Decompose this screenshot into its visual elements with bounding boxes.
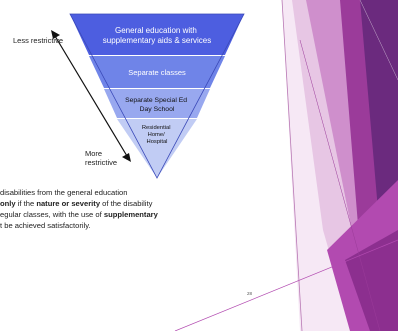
body-paragraph: disabilities from the general education … xyxy=(0,187,290,231)
inverted-pyramid: General education with supplementary aid… xyxy=(69,13,245,179)
tier-2-label: Separate classes xyxy=(128,68,186,77)
tier-3-label: Separate Special Ed Day School xyxy=(125,97,189,113)
tier-1-shape xyxy=(70,14,244,55)
restrictiveness-arrow xyxy=(51,30,131,162)
tier-1-label: General education with supplementary aid… xyxy=(103,26,212,45)
label-more-restrictive: More restrictive xyxy=(85,149,118,167)
tier-4-label: Residential Home/ Hospital xyxy=(142,125,172,145)
body-line-3: egular classes, with the use of suppleme… xyxy=(0,210,158,219)
decorative-panels xyxy=(174,0,398,331)
tier-3-shape xyxy=(104,89,210,118)
label-less-restrictive: Less restrictive xyxy=(13,36,64,45)
body-line-4: t be achieved satisfactorily. xyxy=(0,221,91,230)
body-line-1: disabilities from the general education xyxy=(0,188,128,197)
page-number: 28 xyxy=(247,291,253,296)
tier-2-shape xyxy=(89,56,225,88)
body-line-2: only if the nature or severity of the di… xyxy=(0,199,153,208)
tier-4-shape xyxy=(117,119,197,178)
